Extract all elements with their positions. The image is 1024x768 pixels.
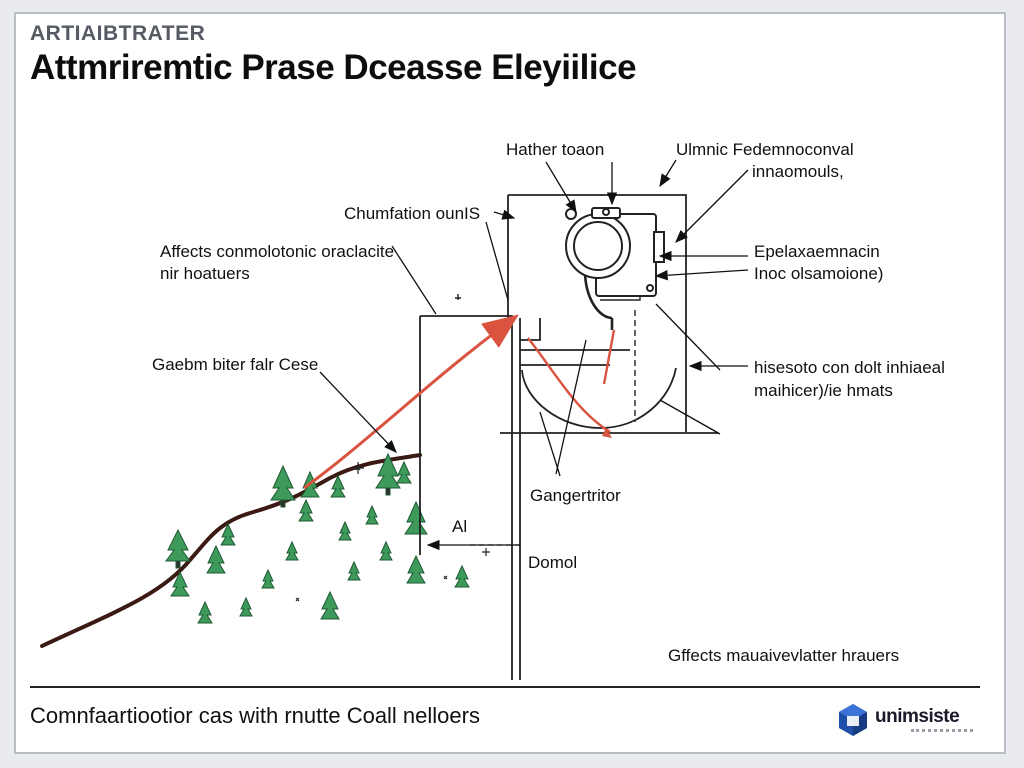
tree-icon [270,464,296,508]
tree-icon [206,544,226,574]
tree-icon [170,570,190,597]
tree-icon [298,498,314,522]
terrain-line [40,453,422,648]
label-ulmnic-line2: innaomouls, [752,162,844,181]
tree-icon [404,500,428,535]
label-gaebm: Gaebm biter falr Cese [152,355,319,374]
label-gangertritor: Gangertritor [530,486,621,505]
airflow-tip [602,428,612,438]
tree-icon [396,460,412,484]
label-al-mark: Al [452,517,468,536]
tree-icon [285,540,299,561]
tree-icon [330,474,346,498]
tree-icon [338,520,352,541]
tree-icon [165,528,191,569]
tree-icon [197,600,213,624]
label-affects-line1: Affects conmolotonic oraclacite [160,242,395,261]
label-hisesoto-line1: hisesoto con dolt inhiaeal [754,358,945,377]
tree-icon [261,568,275,589]
diagram-frame [14,12,1006,754]
label-affects-line2: nir hoatuers [160,264,250,283]
tree-icon [379,540,393,561]
tree-icon [454,564,470,588]
label-epelaxe-line1: Epelaxaemnacin [754,242,880,261]
tree-icon [406,554,426,584]
airflow-return-line [527,329,616,434]
page-title: Attmriremtic Prase Dceasse Eleyiilice [30,48,637,87]
tree-icon [375,452,401,496]
cube-logo-icon [839,704,867,736]
kicker-label: ARTIAIBTRATER [30,22,206,45]
tree-icon [365,504,379,525]
footer-divider [30,686,980,688]
tree-icon [239,596,253,617]
airflow-arrow [303,314,519,490]
label-epelaxe-line2: Inoc olsamoione) [754,264,884,283]
label-hisesoto-line2: maihicer)/ie hmats [754,381,893,400]
logo-tagline-dots [911,729,973,735]
tree-icon [220,522,236,546]
label-effects-bottom: Gffects mauaivevlatter hrauers [668,646,900,665]
brand-logo: unimsiste [835,700,995,740]
tree-icon [347,560,361,581]
label-chumfation: Chumfation ounIS [344,204,481,223]
footer-caption: Comnfaartiootior cas with rnutte Coall n… [30,703,480,728]
logo-wordmark: unimsiste [875,706,960,727]
tree-icon [320,590,340,620]
sparkle-icon [295,462,490,602]
motor-icon [565,207,665,297]
label-domol: Domol [528,553,578,572]
leader-lines [319,159,749,551]
label-ulmnic-line1: Ulmnic Fedemnoconval [676,140,854,159]
label-hather-toaon: Hather toaon [506,140,605,159]
